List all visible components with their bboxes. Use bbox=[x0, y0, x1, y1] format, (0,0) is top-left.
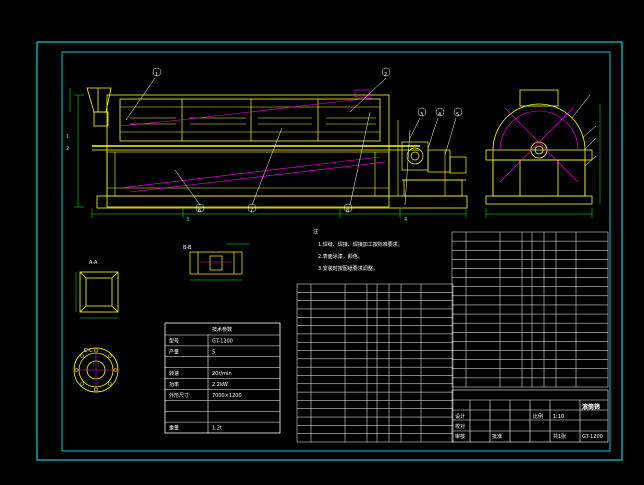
param-name: 型号 bbox=[169, 337, 179, 344]
param-name: 重量 bbox=[169, 425, 179, 432]
notes-title: 注 bbox=[313, 228, 318, 235]
section-c-view: C-C bbox=[73, 347, 119, 393]
signature-label: 设计 bbox=[455, 413, 465, 420]
drawing-title: 滚筒筛 bbox=[582, 403, 600, 411]
signature-label: 审核 bbox=[455, 433, 465, 440]
bom-table-left bbox=[296, 283, 454, 443]
note-line: 2.表面涂漆，颜色。 bbox=[318, 253, 363, 260]
section-a-view: A-A bbox=[75, 260, 119, 319]
signature-label: 校对 bbox=[455, 423, 465, 430]
bolt-hole bbox=[94, 387, 98, 392]
balloon: 4 bbox=[438, 112, 441, 118]
drawing-number: GT-1200 bbox=[582, 434, 603, 440]
param-name: 产量 bbox=[169, 348, 179, 355]
balloon: 3 bbox=[420, 112, 423, 118]
param-value: 1.2t bbox=[212, 426, 222, 432]
param-value: 2.2kW bbox=[212, 382, 228, 388]
param-value: 20r/min bbox=[212, 371, 232, 377]
section-title: B-B bbox=[183, 245, 192, 251]
balloon-circle bbox=[152, 67, 162, 77]
balloon-circle bbox=[343, 203, 353, 213]
leader-lines bbox=[125, 77, 457, 206]
dimension-lines bbox=[69, 88, 467, 218]
param-value: 7000×1200 bbox=[212, 393, 242, 399]
section-b-view: B-B bbox=[183, 243, 250, 281]
balloon: 8 bbox=[346, 208, 349, 214]
dim-text: 1 bbox=[66, 134, 69, 140]
parameter-table: 技术参数 型号 GT-1200 产量 5 转速 20r/min 功率 2.2kW 外形尺寸 700… bbox=[164, 322, 281, 434]
dim-text: 2 bbox=[66, 146, 69, 152]
title-block-text: 滚筒筛 GT-1200 比例 1:10 共1张 设计 校对 审核 批准 bbox=[455, 403, 603, 440]
bom-frame bbox=[451, 231, 609, 388]
param-value: 5 bbox=[212, 349, 215, 355]
balloon-circle bbox=[417, 107, 427, 117]
feed-hopper bbox=[86, 87, 112, 127]
bolt-hole bbox=[107, 354, 112, 359]
side-view bbox=[485, 89, 601, 218]
sheet-border bbox=[36, 41, 623, 461]
bolt-hole bbox=[107, 381, 112, 386]
balloon-circle bbox=[247, 203, 257, 213]
balloon-circle bbox=[195, 203, 205, 213]
table-title: 技术参数 bbox=[212, 326, 232, 333]
technical-notes: 注 1.焊缝、焊接、焊接加工按标准要求。 2.表面涂漆，颜色。 3.安装时按图纸… bbox=[313, 228, 403, 272]
balloon: 5 bbox=[456, 112, 459, 118]
note-line: 1.焊缝、焊接、焊接加工按标准要求。 bbox=[318, 241, 403, 248]
bom-frame bbox=[296, 283, 454, 443]
section-title: C-C bbox=[84, 348, 93, 354]
balloon-circles bbox=[152, 67, 463, 213]
title-block bbox=[451, 389, 609, 443]
bolt-hole bbox=[80, 381, 85, 386]
bolt-hole bbox=[113, 368, 118, 372]
bom-table-right bbox=[451, 231, 609, 388]
param-name: 功率 bbox=[169, 381, 179, 388]
section-title: A-A bbox=[89, 260, 98, 266]
bolt-hole bbox=[80, 354, 85, 359]
dim-text: 4 bbox=[404, 217, 407, 223]
param-value: GT-1200 bbox=[212, 338, 233, 344]
param-name: 转速 bbox=[169, 370, 179, 377]
balloon-circle bbox=[381, 67, 391, 77]
bolt-holes bbox=[74, 348, 118, 392]
scale-value: 1:10 bbox=[553, 414, 564, 420]
param-name: 外形尺寸 bbox=[169, 392, 189, 399]
balloon-circle bbox=[453, 107, 463, 117]
note-line: 3.安装时按图纸要求调整。 bbox=[318, 265, 378, 272]
scale-label: 比例 bbox=[533, 413, 543, 420]
signature-label: 批准 bbox=[492, 433, 502, 440]
dim-text: 3 bbox=[186, 217, 189, 223]
part-balloons: 1 2 3 4 5 6 7 8 1 2 3 4 bbox=[66, 72, 459, 223]
sheet-count: 共1张 bbox=[553, 433, 566, 440]
drive-unit bbox=[401, 141, 467, 197]
bolt-hole bbox=[74, 368, 79, 372]
balloon: 1 bbox=[155, 72, 158, 78]
bolt-hole bbox=[94, 348, 98, 353]
balloon: 6 bbox=[198, 208, 201, 214]
hidden-lines bbox=[119, 89, 386, 193]
balloon: 7 bbox=[250, 208, 253, 214]
table-rows: 型号 GT-1200 产量 5 转速 20r/min 功率 2.2kW 外形尺寸 7000×120… bbox=[165, 337, 280, 432]
balloon-circle bbox=[435, 107, 445, 117]
balloon: 2 bbox=[384, 72, 387, 78]
